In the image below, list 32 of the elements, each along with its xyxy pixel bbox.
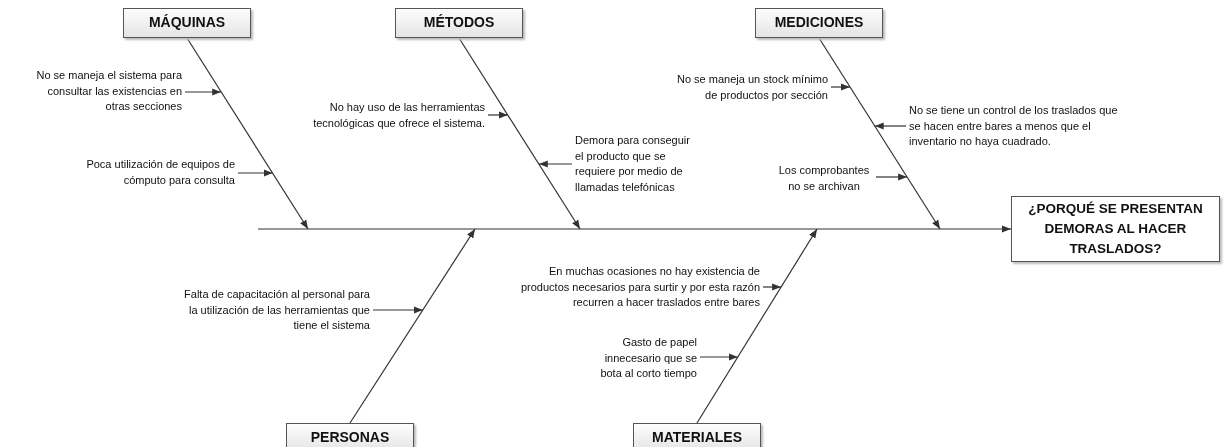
bone-arrow [186,37,309,230]
cause-text: No hay uso de las herramientas tecnológicas que ofrece el sistema. [305,100,485,131]
bone-arrow [349,228,476,424]
cause-text: Gasto de papel innecesario que se bota al corto tiempo [585,335,697,382]
cause-text: Los comprobantes no se archivan [775,163,873,194]
spine-arrow [257,225,1012,233]
category-box: MEDICIONES [755,8,883,38]
arrow [830,83,851,91]
category-box: MÉTODOS [395,8,523,38]
problem-box: ¿PORQUÉ SE PRESENTAN DEMORAS AL HACER TRASLADOS? [1011,196,1220,262]
cause-text: No se tiene un control de los traslados que se hacen entre bares a menos que el inventario no haya cuadrado. [909,103,1121,150]
category-box: PERSONAS [286,423,414,447]
cause-text: Demora para conseguir el producto que se requiere por medio de llamadas telefónicas [575,133,697,195]
cause-text: No se maneja el sistema para consultar las existencias en otras secciones [22,68,182,115]
arrow [699,353,739,361]
cause-text: Falta de capacitación al personal para la utilización de las herramientas que tiene el sistema [180,287,370,334]
cause-text: No se maneja un stock mínimo de productos por sección [664,72,828,103]
arrow [762,283,782,291]
bone-arrow [458,37,581,230]
bone-arrow [696,228,818,424]
arrow [874,122,907,130]
bone-arrow [818,37,941,230]
arrow [184,88,222,96]
category-box: MÁQUINAS [123,8,251,38]
category-box: MATERIALES [633,423,761,447]
arrow [237,169,274,177]
arrow [372,306,424,314]
cause-text: Poca utilización de equipos de cómputo para consulta [80,157,235,188]
arrow [538,160,573,168]
cause-text: En muchas ocasiones no hay existencia de productos necesarios para surtir y por esta razón recurren a hacer traslados entre bares [515,264,760,311]
arrow [487,111,509,119]
arrow [875,173,908,181]
